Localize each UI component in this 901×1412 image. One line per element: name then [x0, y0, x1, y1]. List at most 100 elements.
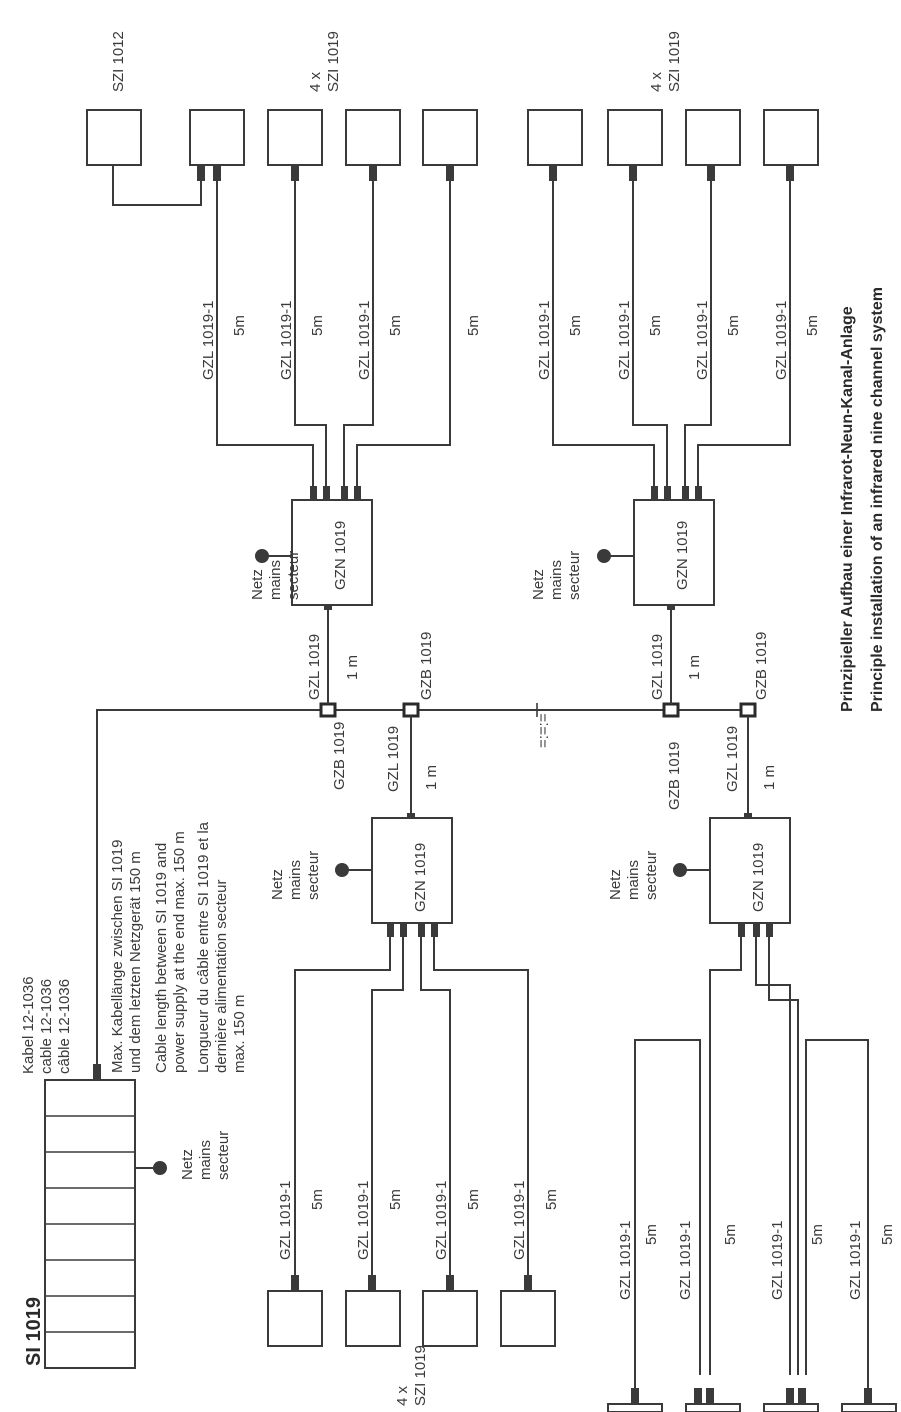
len-lower-left: 1 m	[423, 765, 440, 790]
lr-gzl-3: GZL 1019-1	[769, 1221, 786, 1301]
ll-group-2: SZI 1019	[412, 1345, 429, 1406]
ur-group-1: 4 x	[648, 71, 665, 92]
ll-len-1: 5m	[309, 1189, 326, 1210]
lr-len-4: 5m	[879, 1224, 896, 1245]
gzb-upper-left: GZB 1019	[331, 722, 348, 790]
note-en-1: Cable length between SI 1019 and	[153, 843, 170, 1073]
len-upper-right: 1 m	[686, 655, 703, 680]
gzb-lower-right: GZB 1019	[666, 742, 683, 810]
gzn-upper-left: GZL 1019 1 m GZB 1019 GZN 1019 Netz main…	[249, 486, 373, 790]
ll-len-3: 5m	[465, 1189, 482, 1210]
ur-len-2: 5m	[647, 315, 664, 336]
ul-group-1: 4 x	[307, 71, 324, 92]
radiator-cables-upper-left: GZL 1019-1 5m GZL 1019-1 5m GZL 1019-1 5…	[112, 165, 482, 486]
ur-gzl-3: GZL 1019-1	[694, 301, 711, 381]
coupler-2	[402, 702, 420, 718]
ur-gzl-1: GZL 1019-1	[536, 301, 553, 381]
ll-len-4: 5m	[543, 1189, 560, 1210]
lr-gzl-1: GZL 1019-1	[617, 1221, 634, 1301]
ur-len-4: 5m	[804, 315, 821, 336]
gzn-lower-right: GZL 1019 1 m GZB 1019 GZN 1019 Netz main…	[607, 716, 791, 937]
mains-ul-1: Netz	[249, 569, 266, 600]
si-unit-label: SI 1019	[23, 1297, 45, 1366]
note-de-2: und dem letzten Netzgerät 150 m	[127, 851, 144, 1073]
mains-ll-3: secteur	[305, 851, 322, 900]
ul-len-4: 5m	[465, 315, 482, 336]
ll-len-2: 5m	[387, 1189, 404, 1210]
mains-ll-2: mains	[287, 860, 304, 900]
mains-lr-1: Netz	[607, 869, 624, 900]
trunk-cable: =:=:=	[93, 703, 748, 1080]
ul-len-1: 5m	[231, 315, 248, 336]
mains-ur-2: mains	[548, 560, 565, 600]
gzl-upper-right: GZL 1019	[649, 634, 666, 700]
radiators-lower-left: 4 x SZI 1019	[267, 1290, 556, 1406]
note-fr-3: max. 150 m	[231, 995, 248, 1073]
ll-gzl-2: GZL 1019-1	[355, 1181, 372, 1261]
trunk-break: =:=:=	[535, 713, 552, 748]
slave-label: SZI 1012	[110, 31, 127, 92]
gzn-upper-right: GZL 1019 1 m GZB 1019 GZN 1019 Netz main…	[530, 486, 770, 704]
coupler-3	[662, 702, 680, 718]
radiator-cables-lower-left: GZL 1019-1 5m GZL 1019-1 5m GZL 1019-1 5…	[277, 937, 560, 1291]
ll-gzl-4: GZL 1019-1	[511, 1181, 528, 1261]
radiator-cables-upper-right: GZL 1019-1 5m GZL 1019-1 5m GZL 1019-1 5…	[536, 165, 821, 486]
gzn-lower-right-label: GZN 1019	[750, 843, 767, 912]
gzl-upper-left: GZL 1019	[306, 634, 323, 700]
note-de-1: Max. Kabellänge zwischen SI 1019	[109, 840, 126, 1073]
ul-len-2: 5m	[309, 315, 326, 336]
gzn-upper-left-label: GZN 1019	[332, 521, 349, 590]
gzb-upper-right: GZB 1019	[753, 632, 770, 700]
radiator-cables-lower-right: GZL 1019-1 5m GZL 1019-1 5m GZL 1019-1 5…	[617, 937, 896, 1404]
note-fr-1: Longueur du câble entre SI 1019 et la	[195, 821, 212, 1073]
cable-label-en: cable 12-1036	[38, 979, 55, 1074]
lr-len-3: 5m	[809, 1224, 826, 1245]
note-fr-2: dernière alimentation secteur	[213, 880, 230, 1073]
ur-gzl-2: GZL 1019-1	[616, 301, 633, 381]
lr-len-1: 5m	[643, 1224, 660, 1245]
ul-gzl-1: GZL 1019-1	[200, 301, 217, 381]
gzl-lower-left: GZL 1019	[385, 726, 402, 792]
gzn-upper-right-label: GZN 1019	[674, 521, 691, 590]
lr-gzl-4: GZL 1019-1	[847, 1221, 864, 1301]
lr-len-2: 5m	[722, 1224, 739, 1245]
caption: Prinzipieller Aufbau einer Infrarot-Neun…	[839, 287, 886, 712]
si-1019-unit: SI 1019	[23, 1079, 136, 1369]
coupler-4	[739, 702, 757, 718]
len-upper-left: 1 m	[344, 655, 361, 680]
ur-len-3: 5m	[725, 315, 742, 336]
mains-ur-3: secteur	[566, 551, 583, 600]
radiators-upper-right: 4 x SZI 1019	[527, 31, 819, 166]
len-lower-right: 1 m	[761, 765, 778, 790]
ul-gzl-3: GZL 1019-1	[356, 301, 373, 381]
radiators-lower-right	[607, 1403, 897, 1412]
couplers	[319, 702, 757, 718]
si-mains-1: Netz	[179, 1149, 196, 1180]
caption-en: Principle installation of an infrared ni…	[869, 287, 886, 712]
ur-len-1: 5m	[567, 315, 584, 336]
gzn-lower-left-label: GZN 1019	[412, 843, 429, 912]
gzb-lower-left: GZB 1019	[418, 632, 435, 700]
ur-group-2: SZI 1019	[666, 31, 683, 92]
radiators-upper-left: SZI 1012 4 x SZI 1019	[86, 31, 478, 166]
mains-ur-1: Netz	[530, 569, 547, 600]
mains-ul-2: mains	[267, 560, 284, 600]
coupler-1	[319, 702, 337, 718]
mains-ll-1: Netz	[269, 869, 286, 900]
ll-gzl-3: GZL 1019-1	[433, 1181, 450, 1261]
si-cable-label: Kabel 12-1036 cable 12-1036 câble 12-103…	[20, 976, 73, 1074]
ul-gzl-2: GZL 1019-1	[278, 301, 295, 381]
ur-gzl-4: GZL 1019-1	[773, 301, 790, 381]
gzn-lower-left: GZL 1019 1 m GZB 1019 GZN 1019 Netz main…	[269, 632, 453, 937]
cable-label-de: Kabel 12-1036	[20, 976, 37, 1074]
lr-gzl-2: GZL 1019-1	[677, 1221, 694, 1301]
caption-de: Prinzipieller Aufbau einer Infrarot-Neun…	[839, 306, 856, 712]
si-mains-3: secteur	[215, 1131, 232, 1180]
note-en-2: power supply at the end max. 150 m	[171, 831, 188, 1073]
ll-group-1: 4 x	[394, 1385, 411, 1406]
mains-ul-3: secteur	[285, 551, 302, 600]
cable-length-notes: Max. Kabellänge zwischen SI 1019 und dem…	[109, 821, 248, 1073]
mains-lr-2: mains	[625, 860, 642, 900]
ul-group-2: SZI 1019	[325, 31, 342, 92]
